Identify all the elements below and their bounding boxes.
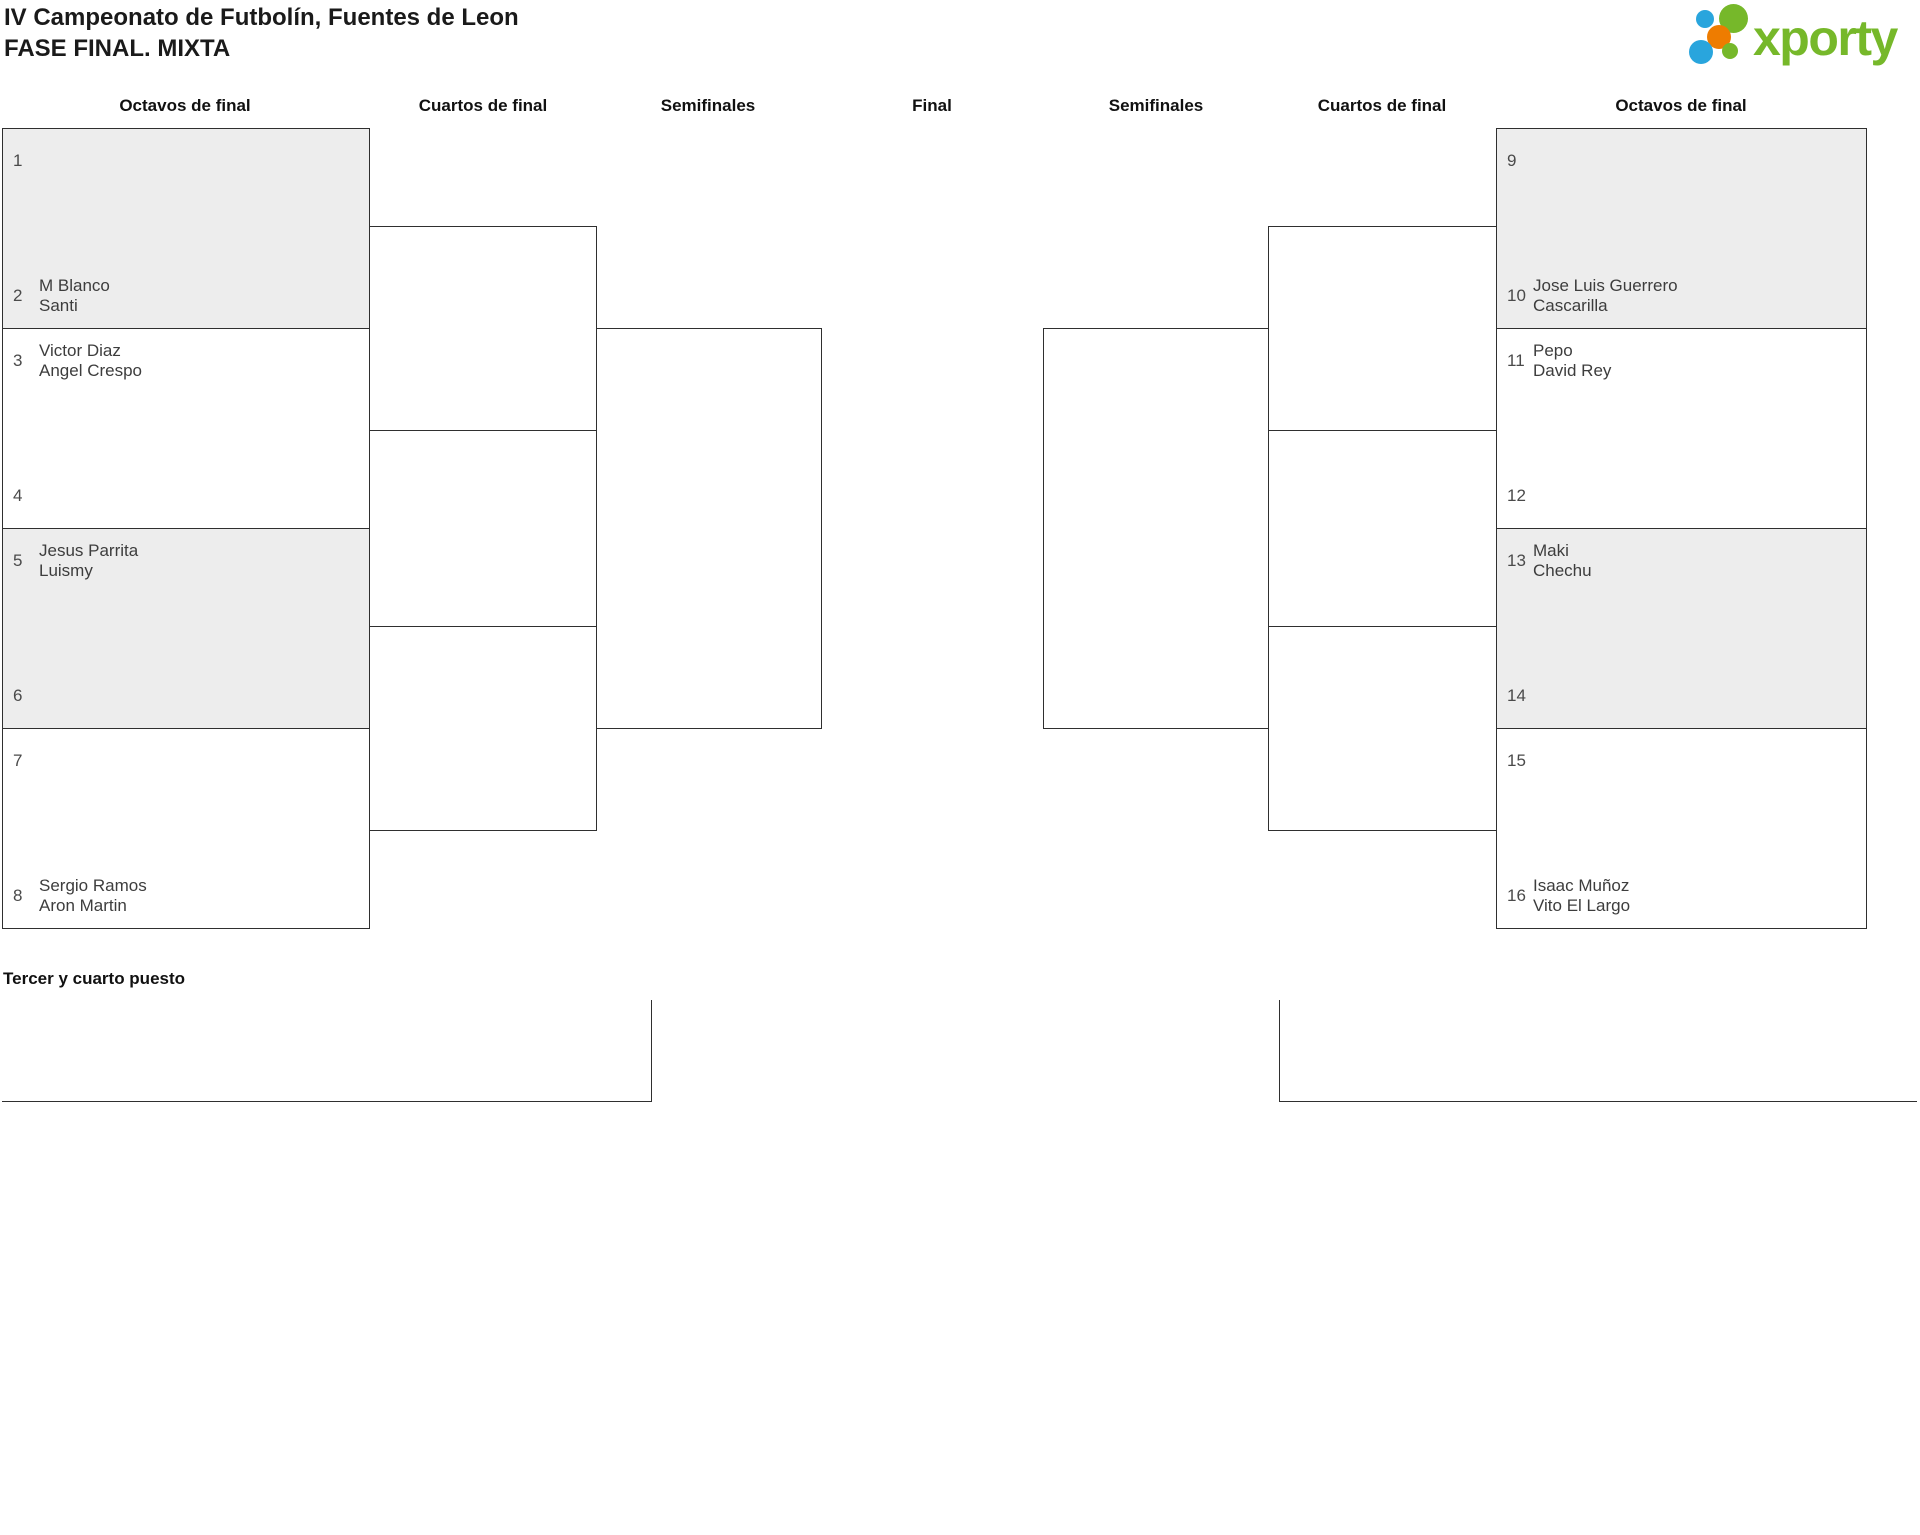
team-names: Jesus Parrita Luismy (39, 541, 138, 581)
player-name: M Blanco (39, 276, 110, 295)
bracket-slot-12[interactable]: 12 (1507, 476, 1860, 516)
player-name: Sergio Ramos (39, 876, 147, 895)
slot-number: 2 (13, 286, 23, 305)
quarterfinal-box-right-1 (1268, 226, 1497, 431)
player-name: Aron Martin (39, 896, 127, 915)
third-place-box-right (1279, 1000, 1917, 1102)
bracket-slot-9[interactable]: 9 (1507, 141, 1860, 181)
bracket-slot-7[interactable]: 7 (13, 741, 363, 781)
phase-name: FASE FINAL. MIXTA (4, 35, 231, 62)
third-place-box-left (2, 1000, 652, 1102)
match-box-5: 9 10 Jose Luis Guerrero Cascarilla (1496, 128, 1867, 329)
bracket-slot-3[interactable]: 3 Victor Diaz Angel Crespo (13, 341, 363, 381)
slot-number: 12 (1507, 486, 1526, 505)
player-name: Jose Luis Guerrero (1533, 276, 1678, 295)
semifinal-box-left (596, 328, 822, 729)
player-name: Santi (39, 296, 78, 315)
slot-number: 6 (13, 686, 23, 705)
slot-number: 5 (13, 551, 23, 570)
match-box-4: 7 8 Sergio Ramos Aron Martin (2, 728, 370, 929)
round-header-cuartos-left: Cuartos de final (418, 96, 548, 115)
logo-dot-blue-small-icon (1696, 10, 1714, 28)
logo-dot-blue-large-icon (1689, 40, 1713, 64)
player-name: Isaac Muñoz (1533, 876, 1630, 895)
slot-number: 8 (13, 886, 23, 905)
bracket-slot-16[interactable]: 16 Isaac Muñoz Vito El Largo (1507, 876, 1860, 916)
third-place-label: Tercer y cuarto puesto (3, 969, 186, 988)
bracket-slot-2[interactable]: 2 M Blanco Santi (13, 276, 363, 316)
round-header-octavos-right: Octavos de final (1615, 96, 1747, 115)
round-header-octavos-left: Octavos de final (119, 96, 251, 115)
team-names: Jose Luis Guerrero Cascarilla (1533, 276, 1678, 316)
match-box-8: 15 16 Isaac Muñoz Vito El Largo (1496, 728, 1867, 929)
slot-number: 1 (13, 151, 23, 170)
bracket-slot-1[interactable]: 1 (13, 141, 363, 181)
round-header-semis-right: Semifinales (1108, 96, 1204, 115)
team-names: Victor Diaz Angel Crespo (39, 341, 142, 381)
logo-dot-green-small-icon (1722, 43, 1738, 59)
slot-number: 3 (13, 351, 23, 370)
logo-wordmark: xporty (1753, 10, 1898, 66)
slot-number: 4 (13, 486, 23, 505)
team-names: Pepo David Rey (1533, 341, 1611, 381)
match-box-2: 3 Victor Diaz Angel Crespo 4 (2, 328, 370, 529)
slot-number: 13 (1507, 551, 1526, 570)
round-header-cuartos-right: Cuartos de final (1317, 96, 1447, 115)
player-name: Pepo (1533, 341, 1573, 360)
bracket-slot-13[interactable]: 13 Maki Chechu (1507, 541, 1860, 581)
slot-number: 7 (13, 751, 23, 770)
team-names: M Blanco Santi (39, 276, 110, 316)
slot-number: 15 (1507, 751, 1526, 770)
player-name: Cascarilla (1533, 296, 1608, 315)
player-name: Luismy (39, 561, 93, 580)
match-box-3: 5 Jesus Parrita Luismy 6 (2, 528, 370, 729)
slot-number: 9 (1507, 151, 1517, 170)
player-name: David Rey (1533, 361, 1612, 380)
bracket-slot-11[interactable]: 11 Pepo David Rey (1507, 341, 1860, 381)
player-name: Jesus Parrita (39, 541, 139, 560)
player-name: Vito El Largo (1533, 896, 1631, 915)
quarterfinal-box-left-1 (369, 226, 597, 431)
slot-number: 11 (1507, 351, 1525, 370)
player-name: Maki (1533, 541, 1569, 560)
bracket-slot-5[interactable]: 5 Jesus Parrita Luismy (13, 541, 363, 581)
player-name: Angel Crespo (39, 361, 143, 380)
bracket-slot-14[interactable]: 14 (1507, 676, 1860, 716)
tournament-name: IV Campeonato de Futbolín, Fuentes de Le… (4, 4, 519, 31)
bracket-slot-8[interactable]: 8 Sergio Ramos Aron Martin (13, 876, 363, 916)
slot-number: 10 (1507, 286, 1526, 305)
quarterfinal-box-left-2 (369, 626, 597, 831)
team-names: Isaac Muñoz Vito El Largo (1533, 876, 1630, 916)
team-names: Sergio Ramos Aron Martin (39, 876, 147, 916)
bracket-slot-15[interactable]: 15 (1507, 741, 1860, 781)
player-name: Victor Diaz (39, 341, 121, 360)
round-header-semis-left: Semifinales (660, 96, 756, 115)
player-name: Chechu (1533, 561, 1592, 580)
slot-number: 14 (1507, 686, 1526, 705)
slot-number: 16 (1507, 886, 1526, 905)
match-box-7: 13 Maki Chechu 14 (1496, 528, 1867, 729)
quarterfinal-box-right-2 (1268, 626, 1497, 831)
match-box-6: 11 Pepo David Rey 12 (1496, 328, 1867, 529)
round-header-final: Final (912, 96, 952, 115)
page-title: IV Campeonato de Futbolín, Fuentes de Le… (4, 2, 519, 64)
match-box-1: 1 2 M Blanco Santi (2, 128, 370, 329)
team-names: Maki Chechu (1533, 541, 1592, 581)
semifinal-box-right (1043, 328, 1269, 729)
bracket-slot-4[interactable]: 4 (13, 476, 363, 516)
bracket-slot-10[interactable]: 10 Jose Luis Guerrero Cascarilla (1507, 276, 1860, 316)
bracket-slot-6[interactable]: 6 (13, 676, 363, 716)
